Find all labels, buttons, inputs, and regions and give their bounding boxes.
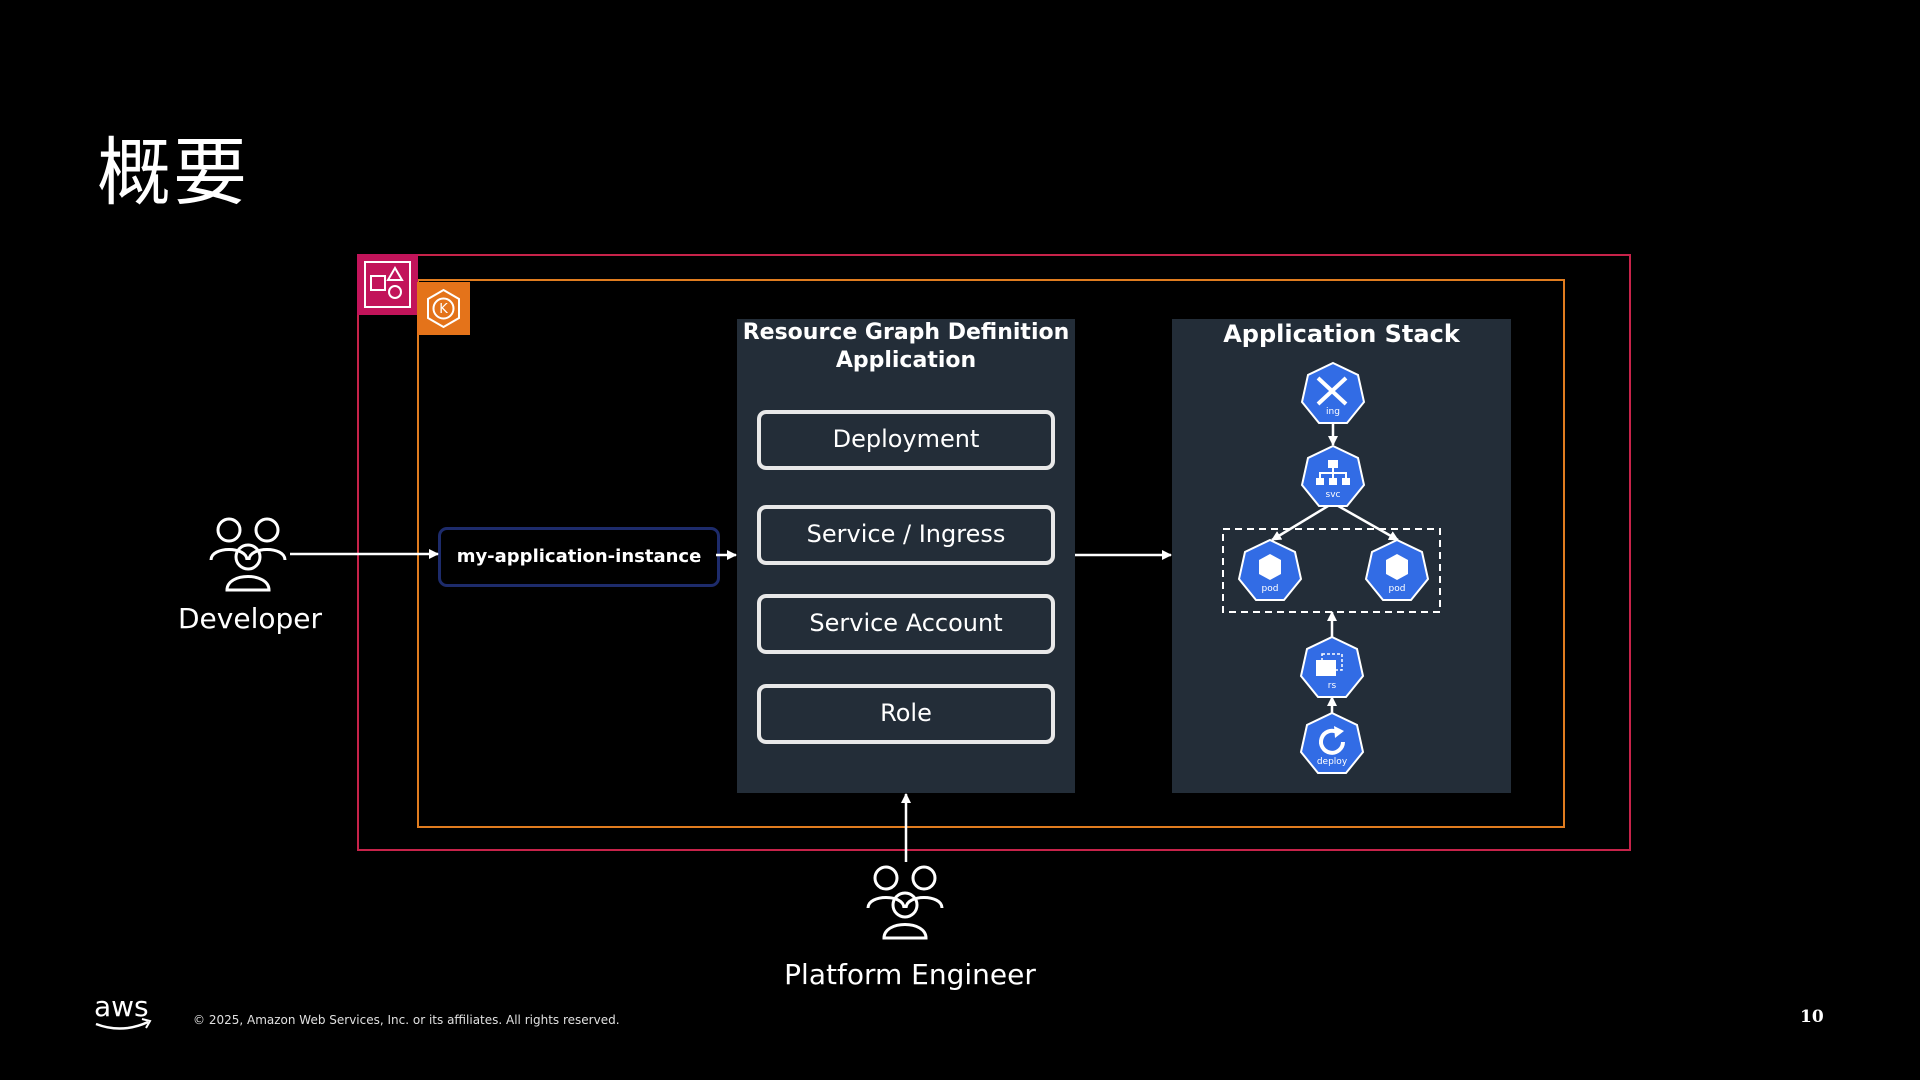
copyright-text: © 2025, Amazon Web Services, Inc. or its… bbox=[193, 1013, 620, 1027]
platform-engineer-label: Platform Engineer bbox=[784, 958, 1036, 991]
eks-icon: K bbox=[417, 282, 470, 335]
rs-node: rs bbox=[1299, 635, 1365, 698]
outer-cloud-boundary bbox=[357, 254, 1631, 851]
developer-icon bbox=[205, 512, 295, 592]
pod1-label: pod bbox=[1262, 584, 1279, 594]
edge-svc-pod2 bbox=[1332, 501, 1399, 542]
stack-title: Application Stack bbox=[1223, 320, 1460, 348]
rs-label: rs bbox=[1328, 681, 1337, 691]
edge-svc-pod1 bbox=[1271, 501, 1334, 542]
rgd-title-line2: Application bbox=[835, 348, 977, 373]
pod-node-1: pod bbox=[1237, 538, 1303, 601]
svc-label: svc bbox=[1326, 490, 1341, 500]
application-instance-box: my-application-instance bbox=[438, 527, 720, 587]
deploy-node: deploy bbox=[1299, 711, 1365, 774]
pods-group-boundary bbox=[1222, 528, 1441, 613]
resource-service-account: Service Account bbox=[757, 594, 1055, 654]
rgd-title-line1: Resource Graph Definition bbox=[742, 320, 1070, 345]
resource-graph-definition-panel: Resource Graph Definition Application De… bbox=[737, 319, 1075, 793]
page-title: 概要 bbox=[97, 130, 249, 216]
svg-text:K: K bbox=[439, 302, 448, 317]
deploy-label: deploy bbox=[1317, 757, 1348, 767]
pod2-label: pod bbox=[1389, 584, 1406, 594]
pod-node-2: pod bbox=[1364, 538, 1430, 601]
platform-engineer-icon bbox=[862, 860, 952, 940]
ing-label: ing bbox=[1326, 407, 1340, 417]
svc-node: svc bbox=[1300, 444, 1366, 507]
application-composer-icon bbox=[357, 254, 418, 315]
resource-service-ingress: Service / Ingress bbox=[757, 505, 1055, 565]
developer-label: Developer bbox=[177, 602, 322, 635]
ing-node: ing bbox=[1300, 361, 1366, 424]
svg-text:aws: aws bbox=[94, 990, 149, 1023]
resource-role: Role bbox=[757, 684, 1055, 744]
page-number: 10 bbox=[1800, 1007, 1824, 1027]
resource-deployment: Deployment bbox=[757, 410, 1055, 470]
aws-logo: aws bbox=[92, 990, 154, 1034]
